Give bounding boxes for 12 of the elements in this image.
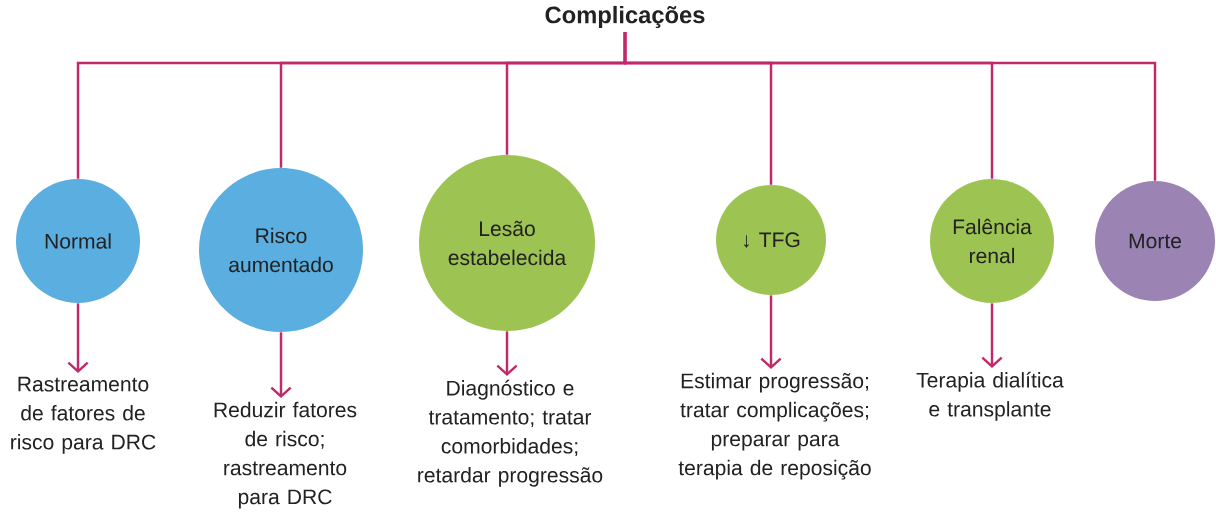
action-text: Diagnóstico e tratamento; tratar comorbidades; retardar progressão <box>418 379 603 487</box>
action-text: Rastreamento de fatores de risco para DRC <box>11 376 156 454</box>
arrow <box>270 332 292 398</box>
heading: Complicações <box>545 5 705 29</box>
action-text: Estimar progressão; tratar complicações; preparar para terapia de reposição <box>678 372 871 480</box>
arrow <box>67 303 89 373</box>
action-text: Terapia dialítica e transplante <box>916 371 1064 421</box>
arrow <box>981 303 1003 368</box>
action-text: Reduzir fatores de risco; rastreamento para DRC <box>214 401 357 509</box>
arrow <box>760 295 782 369</box>
connector-line <box>623 31 1157 181</box>
arrow <box>496 331 518 376</box>
